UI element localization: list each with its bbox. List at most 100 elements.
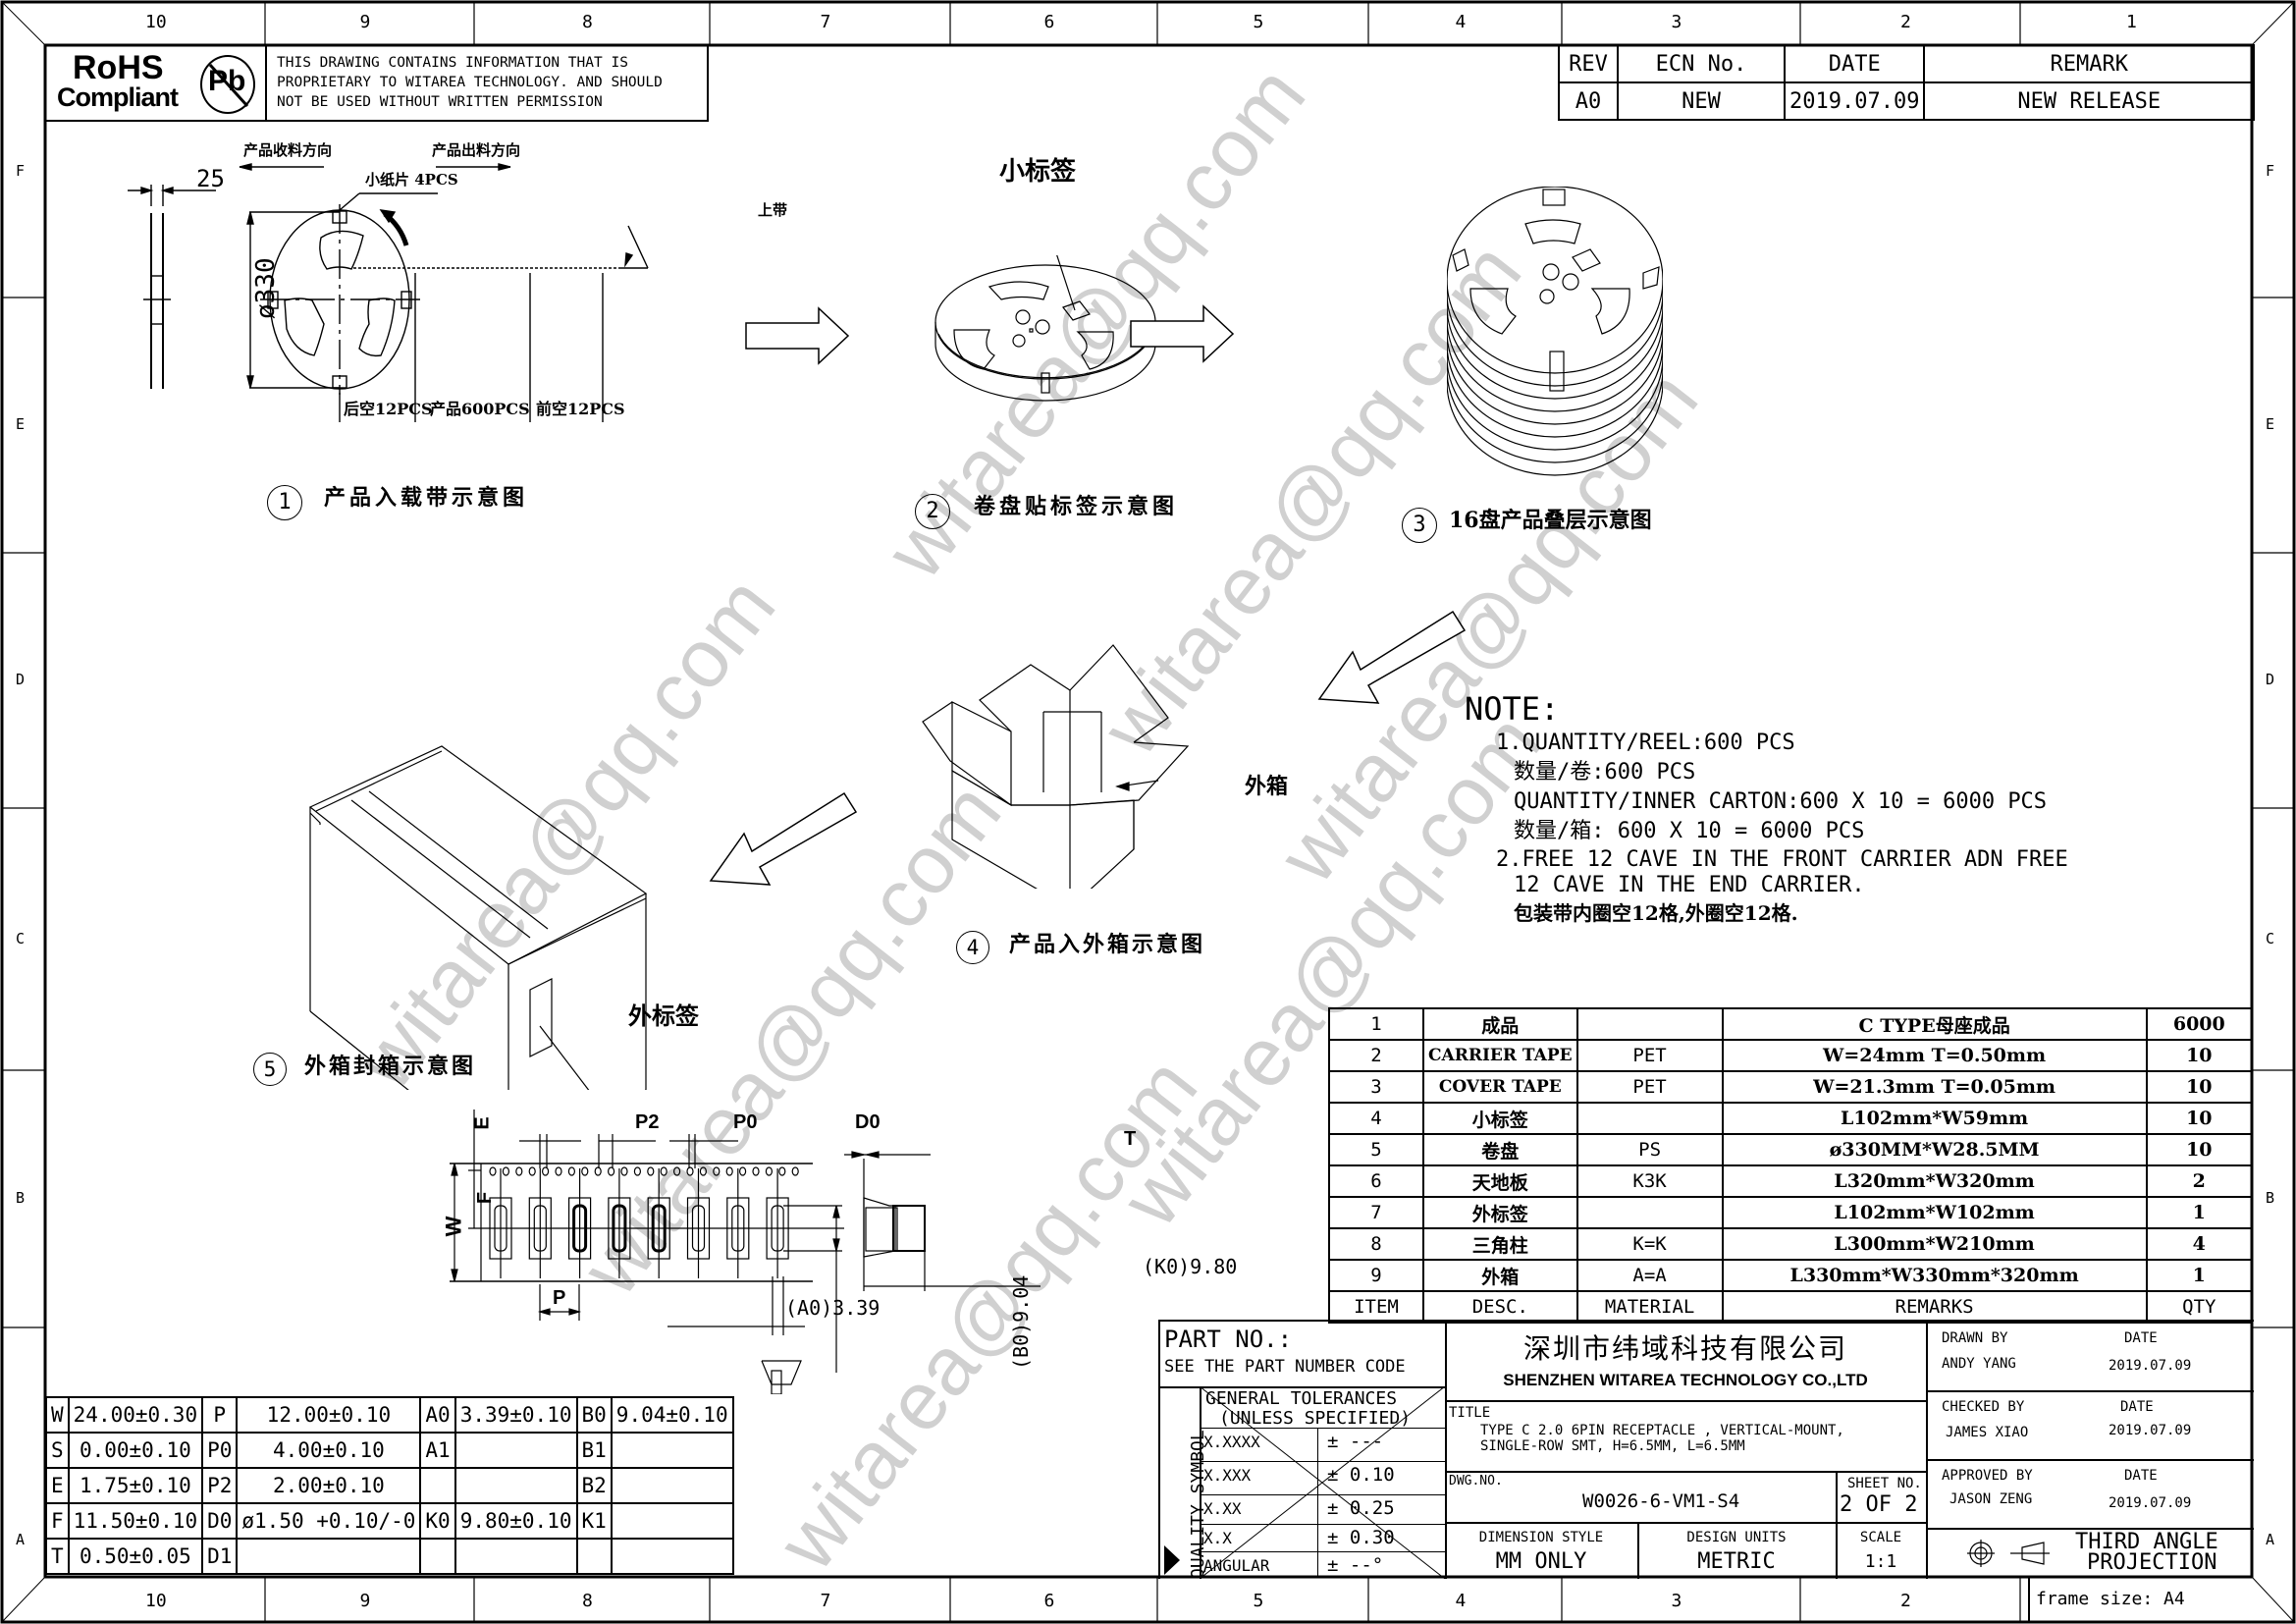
ruler-column-label: 3 xyxy=(1671,1591,1682,1611)
scale-label: SCALE xyxy=(1859,1530,1902,1545)
dimension-value xyxy=(454,1467,578,1504)
bom-material-cell: MATERIAL xyxy=(1575,1290,1724,1324)
bom-remarks-cell: L102mm*W102mm xyxy=(1721,1196,2148,1229)
part-no-label: PART NO.: xyxy=(1164,1326,1293,1353)
rohs-block: RoHS Compliant Pb THIS DRAWING CONTAINS … xyxy=(45,45,709,122)
sprocket-hole xyxy=(713,1166,721,1176)
bom-qty-cell: 1 xyxy=(2145,1259,2254,1292)
figure-5-sealed-carton xyxy=(308,745,648,1090)
bom-desc-cell: DESC. xyxy=(1422,1290,1578,1324)
sprocket-hole xyxy=(633,1166,641,1176)
bom-remarks-cell: W=24mm T=0.50mm xyxy=(1721,1039,2148,1072)
dim-label-d0: D0 xyxy=(855,1111,881,1133)
tolerance-row: X.XXX± 0.10 xyxy=(1200,1461,1445,1495)
dimension-style-label: DIMENSION STYLE xyxy=(1478,1530,1604,1545)
ruler-column-label: 5 xyxy=(1253,1591,1264,1611)
note-line: 包装带内圈空12格,外圈空12格. xyxy=(1514,901,1798,925)
sprocket-hole xyxy=(567,1166,575,1176)
checked-by-section: CHECKED BY DATE JAMES XIAO 2019.07.09 xyxy=(1928,1390,2254,1461)
title-label: TITLE xyxy=(1449,1405,1491,1421)
bom-desc-cell: 天地板 xyxy=(1422,1164,1578,1198)
dim-label-t: T xyxy=(1124,1128,1137,1150)
dimension-value xyxy=(454,1432,578,1469)
projection-section: THIRD ANGLE PROJECTION xyxy=(1928,1528,2254,1579)
ruler-row-label: E xyxy=(2266,415,2275,433)
sprocket-hole xyxy=(608,1166,615,1176)
bom-material-cell: PET xyxy=(1575,1039,1724,1072)
dimension-symbol: B0 xyxy=(575,1396,613,1434)
sprocket-hole xyxy=(699,1166,707,1176)
bom-item-cell: 4 xyxy=(1328,1102,1424,1135)
projection-line2: PROJECTION xyxy=(2087,1550,2217,1575)
ruler-row-label: B xyxy=(2266,1189,2275,1207)
bom-item-cell: 9 xyxy=(1328,1259,1424,1292)
sprocket-hole xyxy=(725,1166,733,1176)
ruler-column-label: 10 xyxy=(145,12,167,32)
approved-by-section: APPROVED BY DATE JASON ZENG 2019.07.09 xyxy=(1928,1459,2254,1530)
dimension-value: 12.00±0.10 xyxy=(236,1396,422,1434)
scale-value: 1:1 xyxy=(1864,1551,1897,1572)
feed-in-direction-label: 产品收料方向 xyxy=(243,141,333,159)
tolerance-row: ANGULAR± --° xyxy=(1200,1551,1445,1578)
cover-tape-label: 上带 xyxy=(758,201,788,219)
figure-5-number: 5 xyxy=(253,1053,287,1086)
quality-triangle-icon xyxy=(1164,1545,1180,1575)
dimension-value: 11.50±0.10 xyxy=(67,1502,204,1540)
k0-dimension: (K0)9.80 xyxy=(1143,1255,1238,1278)
dimension-symbol xyxy=(419,1538,456,1575)
figure-4-number: 4 xyxy=(956,931,989,964)
ruler-column-label: 1 xyxy=(2126,12,2137,32)
dimension-symbol: D1 xyxy=(201,1538,239,1575)
reel-diameter-dimension: ø330 xyxy=(251,257,281,319)
sprocket-hole xyxy=(791,1166,799,1176)
dimension-value: 3.39±0.10 xyxy=(454,1396,578,1434)
sprocket-hole xyxy=(489,1166,497,1176)
bom-qty-cell: 1 xyxy=(2145,1196,2254,1229)
general-tolerances: GENERAL TOLERANCES (UNLESS SPECIFIED) X.… xyxy=(1200,1386,1447,1579)
ruler-row-label: B xyxy=(16,1189,26,1207)
remark-header: REMARK xyxy=(1923,44,2255,83)
company-name-cn: 深圳市纬域科技有限公司 xyxy=(1522,1332,1847,1365)
company-name-en: SHENZHEN WITAREA TECHNOLOGY CO.,LTD xyxy=(1503,1371,1868,1389)
dwg-no-value: W0026-6-VM1-S4 xyxy=(1582,1490,1740,1512)
sprocket-hole xyxy=(515,1166,523,1176)
sprocket-hole xyxy=(647,1166,655,1176)
dimension-value: 9.80±0.10 xyxy=(454,1502,578,1540)
ruler-column-label: 9 xyxy=(359,1591,371,1611)
bom-material-cell: A=A xyxy=(1575,1259,1724,1292)
sprocket-hole xyxy=(555,1166,562,1176)
frame-size-label: frame size: A4 xyxy=(2036,1589,2185,1609)
ruler-column-label: 8 xyxy=(582,12,593,32)
arrow-down-left-icon xyxy=(1317,610,1467,704)
figure-3-stacked-reels xyxy=(1447,187,1663,476)
ruler-column-label: 6 xyxy=(1043,12,1055,32)
arrow-down-left-icon xyxy=(709,791,858,886)
dimension-value xyxy=(610,1467,734,1504)
dimension-symbol: W xyxy=(45,1396,70,1434)
bom-material-cell xyxy=(1575,1196,1724,1229)
dimension-value xyxy=(610,1502,734,1540)
figure-3-number: 3 xyxy=(1402,508,1437,543)
bom-material-cell: PS xyxy=(1575,1133,1724,1166)
design-units-value: METRIC xyxy=(1697,1549,1776,1574)
ruler-column-label: 10 xyxy=(145,1591,167,1611)
dimension-symbol: K1 xyxy=(575,1502,613,1540)
figure-2-labeled-reel xyxy=(934,255,1156,402)
sprocket-hole xyxy=(541,1166,550,1176)
dimension-value: 0.00±0.10 xyxy=(67,1432,204,1469)
dimension-value xyxy=(610,1538,734,1575)
ruler-column-label: 7 xyxy=(820,1591,831,1611)
ruler-column-label: 5 xyxy=(1253,12,1264,32)
dimension-value: 2.00±0.10 xyxy=(236,1467,422,1504)
bom-qty-cell: 10 xyxy=(2145,1133,2254,1166)
dimension-symbol: B2 xyxy=(575,1467,613,1504)
revision-table: REV ECN No. DATE REMARK A0 NEW 2019.07.0… xyxy=(1558,44,2255,121)
note-line: 数量/箱: 600 X 10 = 6000 PCS xyxy=(1514,819,1865,843)
